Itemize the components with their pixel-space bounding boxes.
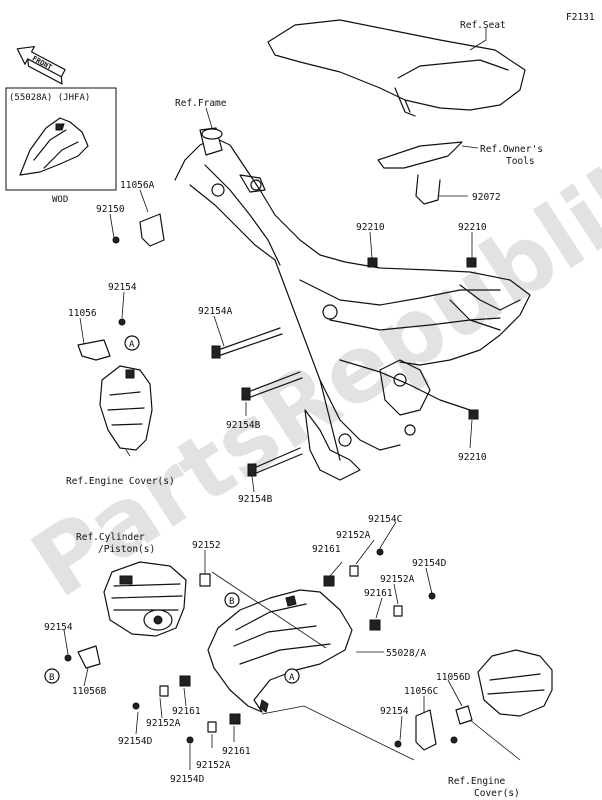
bracket-11056A	[112, 213, 165, 247]
svg-text:B: B	[229, 597, 234, 607]
seat-part	[267, 19, 526, 117]
callout-b-cover: B	[224, 592, 240, 608]
label-92154B-b: 92154B	[238, 494, 273, 505]
label-92154B-a: 92154B	[226, 420, 261, 431]
label-92072: 92072	[472, 192, 501, 203]
label-92210-b: 92210	[458, 222, 487, 233]
label-ref-cylinder-2: /Piston(s)	[98, 544, 155, 555]
left-engine-cover-part	[99, 365, 153, 451]
label-ref-engine-cover-br-2: Cover(s)	[474, 788, 520, 799]
spacer-stack-right	[323, 548, 436, 631]
label-92161-l: 92161	[172, 706, 201, 717]
right-engine-cover-part	[394, 649, 553, 751]
label-11056C: 11056C	[404, 686, 438, 697]
svg-text:A: A	[289, 673, 295, 683]
svg-text:A: A	[129, 340, 135, 350]
inset-cover-part	[19, 117, 89, 176]
label-92152A-l: 92152A	[146, 718, 181, 729]
bolt-92154A	[211, 327, 283, 359]
label-ref-engine-cover-left: Ref.Engine Cover(s)	[66, 476, 175, 487]
label-ref-engine-cover-br-1: Ref.Engine	[448, 776, 505, 787]
label-92161-bb: 92161	[222, 746, 251, 757]
label-92152-top: 92152	[192, 540, 221, 551]
label-92154A: 92154A	[198, 306, 233, 317]
label-92154D-b: 92154D	[170, 774, 205, 785]
label-92154-top: 92154	[108, 282, 137, 293]
spacer-stack-left	[132, 675, 241, 744]
callout-b-left: B	[44, 668, 60, 684]
label-ref-owners-tools-2: Tools	[506, 156, 535, 167]
cylinder-part	[103, 561, 211, 637]
label-92161-b: 92161	[364, 588, 393, 599]
label-ref-cylinder-1: Ref.Cylinder	[76, 532, 145, 543]
label-11056D: 11056D	[436, 672, 471, 683]
label-92154D-l: 92154D	[118, 736, 153, 747]
svg-text:B: B	[49, 673, 54, 683]
label-55028A: 55028/A	[386, 648, 426, 659]
bracket-11056	[77, 318, 126, 361]
label-92210-c: 92210	[458, 452, 487, 463]
bracket-11056B	[64, 645, 101, 669]
callout-a-cover: A	[284, 668, 300, 684]
label-92150: 92150	[96, 204, 125, 215]
inset-box: (55028A) (JHFA) WOD	[5, 87, 117, 205]
callout-a-top: A	[124, 335, 140, 351]
inset-codes: (55028A) (JHFA)	[9, 93, 90, 103]
label-92154-left: 92154	[44, 622, 73, 633]
leader-lines	[63, 28, 521, 770]
owners-tools-part	[377, 141, 463, 205]
label-92154C: 92154C	[368, 514, 402, 525]
label-92152A-mid: 92152A	[380, 574, 415, 585]
label-11056A: 11056A	[120, 180, 155, 191]
label-11056-top: 11056	[68, 308, 97, 319]
label-ref-frame: Ref.Frame	[175, 98, 227, 109]
label-92152A-b: 92152A	[196, 760, 231, 771]
diagram-code: F2131	[566, 12, 595, 23]
label-92161-a: 92161	[312, 544, 341, 555]
lower-cover-55028-part	[207, 589, 353, 713]
label-11056B: 11056B	[72, 686, 107, 697]
nut-92210	[367, 257, 479, 420]
label-92154-br: 92154	[380, 706, 409, 717]
label-ref-owners-tools-1: Ref.Owner's	[480, 144, 543, 155]
label-92154D-r: 92154D	[412, 558, 447, 569]
bolt-92154B-a	[241, 371, 303, 401]
label-ref-seat: Ref.Seat	[460, 20, 506, 31]
label-92152A-top: 92152A	[336, 530, 371, 541]
label-92210-a: 92210	[356, 222, 385, 233]
frame-part	[174, 127, 531, 481]
front-arrow-icon: FRONT	[16, 45, 66, 85]
inset-caption: WOD	[52, 195, 68, 205]
